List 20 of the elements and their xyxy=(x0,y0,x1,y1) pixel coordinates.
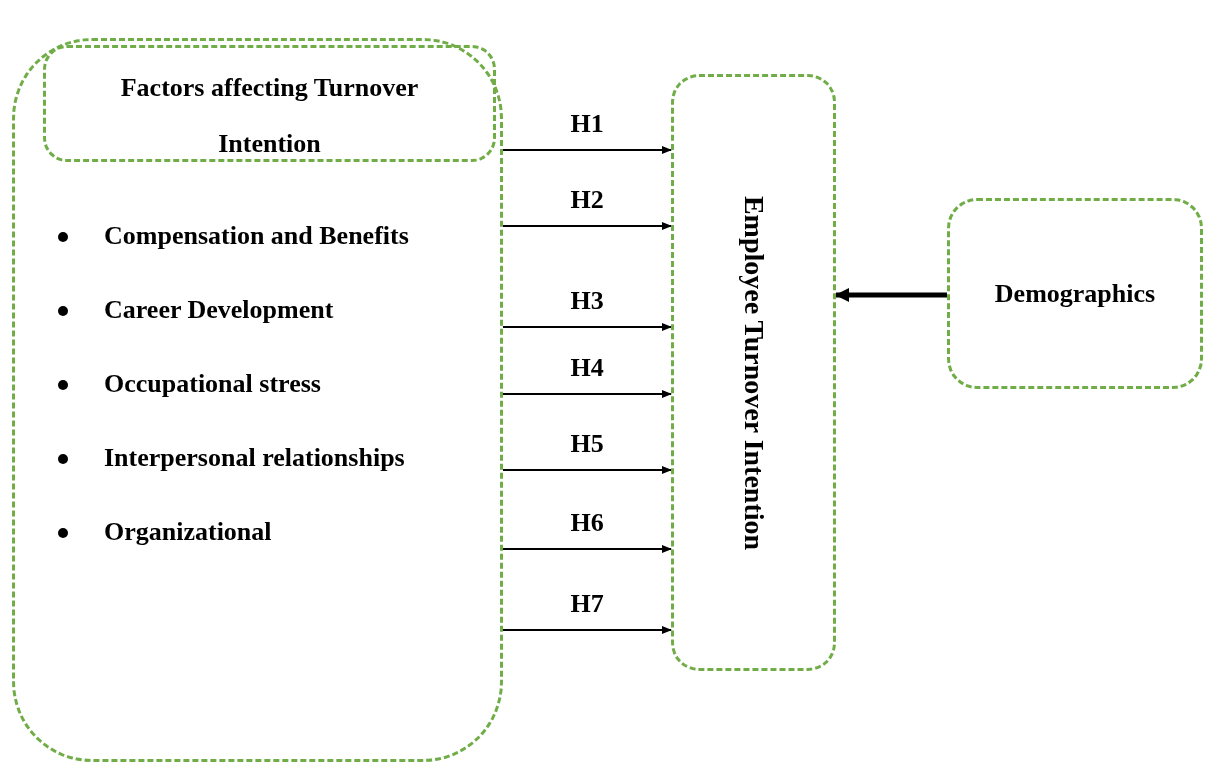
demographics-box xyxy=(947,198,1203,389)
factor-item: Interpersonal relationships xyxy=(104,442,406,474)
factor-item: Compensation and Benefits xyxy=(104,220,410,252)
arrow xyxy=(502,323,672,331)
arrow xyxy=(502,222,672,230)
arrow xyxy=(502,466,672,474)
factor-item: Organizational xyxy=(104,516,273,548)
demographics-text: Demographics xyxy=(993,278,1157,309)
heading-box xyxy=(43,45,496,162)
arrow xyxy=(502,146,672,154)
factor-item: Career Development xyxy=(104,294,335,326)
factor-item: Occupational stress xyxy=(104,368,322,400)
outcome-text: Employee Turnover Intention xyxy=(737,195,770,550)
arrow xyxy=(835,288,947,302)
factors-group-box xyxy=(12,38,503,762)
arrow xyxy=(502,545,672,553)
heading-text: Factors affecting Turnover Intention xyxy=(119,72,420,160)
arrow xyxy=(502,390,672,398)
arrow xyxy=(502,626,672,634)
outcome-box xyxy=(671,74,836,671)
